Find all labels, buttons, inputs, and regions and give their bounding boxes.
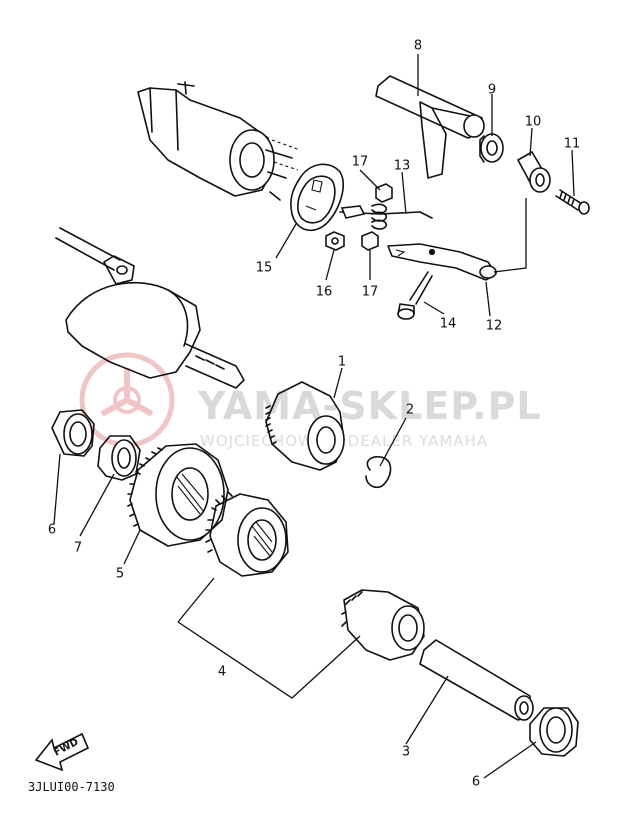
part-5-wheel-gear [127, 443, 229, 547]
engine-housing [55, 227, 245, 389]
part-8-shift-fork [375, 75, 485, 179]
part-2-circlip [365, 455, 392, 489]
callout-17-bottom: 17 [362, 285, 379, 300]
part-4-idler-gear [341, 589, 425, 661]
part-15-gasket [290, 163, 344, 232]
callout-17-top: 17 [352, 155, 369, 170]
callout-14: 14 [440, 317, 457, 332]
part-4-gear-small [205, 491, 289, 577]
callout-6-left: 6 [48, 523, 56, 538]
callout-9: 9 [488, 83, 496, 98]
callout-5: 5 [116, 567, 124, 582]
callout-numbers: 1 2 3 4 5 6 6 7 8 9 10 11 12 13 14 15 16… [48, 39, 580, 790]
part-6-bearing-right [529, 707, 579, 757]
callout-12: 12 [486, 319, 503, 334]
watermark: YAMA-SKLEP.PL WOJCIECHOWICZ DEALER YAMAH… [79, 352, 542, 450]
fwd-arrow-icon: FWD [34, 732, 90, 772]
part-7-collar [97, 435, 141, 481]
callout-6-right: 6 [472, 775, 480, 790]
part-13-lead-wire [339, 203, 433, 230]
callout-4: 4 [218, 665, 226, 680]
callout-7: 7 [74, 541, 82, 556]
part-9-bushing [479, 133, 504, 163]
part-6-bearing-left [51, 409, 95, 457]
catalog-code: 3JLUI00-7130 [28, 780, 115, 794]
callout-2: 2 [406, 403, 414, 418]
callout-15: 15 [256, 261, 273, 276]
callout-1: 1 [338, 355, 346, 370]
part-12-lever [387, 198, 527, 281]
callout-16: 16 [316, 285, 333, 300]
part-17-collar-top [375, 183, 393, 203]
callout-3: 3 [402, 745, 410, 760]
starter-motor [137, 81, 301, 201]
part-14-pin [397, 271, 433, 320]
callout-11: 11 [564, 137, 581, 152]
leader-lines [53, 54, 575, 779]
part-3-shaft [419, 639, 534, 721]
part-17-collar-bottom [361, 231, 379, 251]
callout-10: 10 [525, 115, 542, 130]
callout-13: 13 [394, 159, 411, 174]
part-11-bolt [555, 189, 590, 215]
part-10-spacer [516, 150, 551, 193]
part-1-clutch-gear [265, 381, 345, 471]
callout-8: 8 [414, 39, 422, 54]
part-16-nut [325, 231, 345, 251]
watermark-title: YAMA-SKLEP.PL [197, 384, 542, 428]
